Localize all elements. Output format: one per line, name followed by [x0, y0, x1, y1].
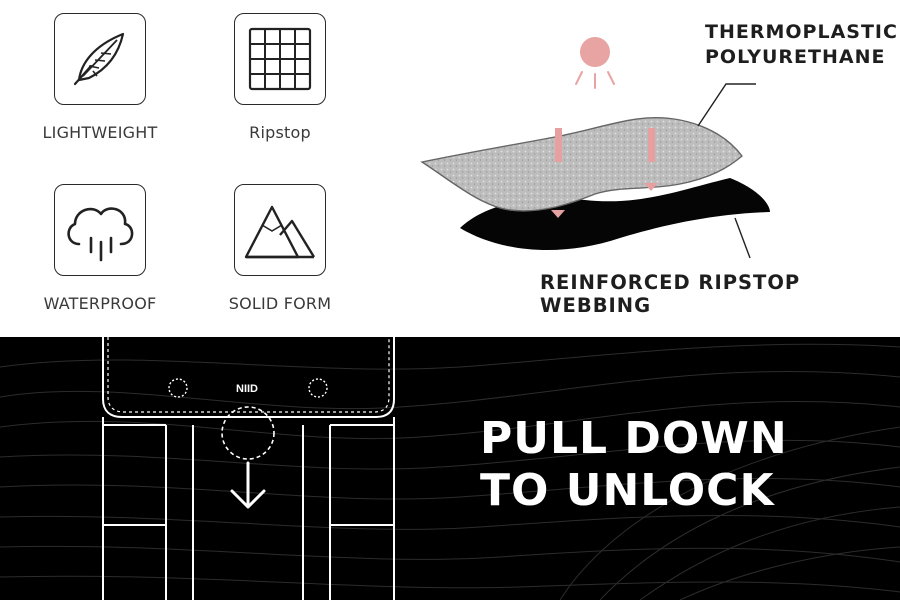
mountains-icon — [234, 184, 326, 276]
grid-icon — [234, 13, 326, 105]
pull-tab-outline — [221, 406, 275, 460]
feather-icon — [54, 13, 146, 105]
feature-ripstop: Ripstop — [215, 13, 345, 142]
webbing-layer — [460, 178, 770, 251]
unlock-headline: PULL DOWN TO UNLOCK — [480, 413, 788, 517]
headline-line-1: PULL DOWN — [480, 413, 788, 464]
feature-label: Ripstop — [249, 123, 311, 142]
features-section: LIGHTWEIGHT Ripstop WATERPROOF — [35, 0, 900, 337]
webbing-label: REINFORCED RIPSTOP WEBBING — [540, 271, 801, 317]
device-outline — [102, 337, 395, 418]
feature-solid-form: SOLID FORM — [215, 184, 345, 313]
headline-line-2: TO UNLOCK — [480, 465, 775, 516]
rain-cloud-icon — [54, 184, 146, 276]
device-logo: NIID — [236, 383, 258, 395]
feature-waterproof: WATERPROOF — [35, 184, 165, 313]
topographic-background: NIID — [0, 337, 900, 600]
feature-label: SOLID FORM — [228, 294, 332, 313]
feature-label: WATERPROOF — [43, 294, 157, 313]
unlock-section: NIID PULL DOWN TO UNLOCK — [0, 337, 900, 600]
feature-lightweight: LIGHTWEIGHT — [35, 13, 165, 142]
layer-illustration — [420, 37, 770, 259]
feature-label: LIGHTWEIGHT — [42, 123, 158, 142]
heat-source-icon — [580, 37, 610, 67]
arrow-down-icon — [230, 461, 266, 509]
